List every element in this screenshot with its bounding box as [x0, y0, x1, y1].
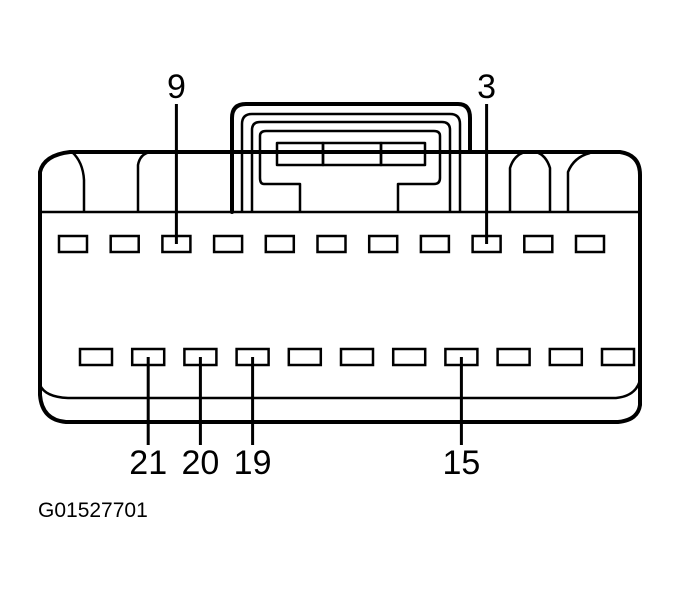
pin-labels: 9 3 21 20 19 15 [129, 68, 496, 482]
figure-code: G01527701 [38, 499, 148, 522]
top-pin-cavity [57, 234, 89, 254]
top-pin-cavity [264, 234, 296, 254]
top-pin-label: 3 [477, 68, 496, 106]
right-rib-2 [535, 150, 552, 212]
latch-inner-2 [250, 120, 452, 212]
connector-outline [38, 150, 642, 424]
bottom-pin-cavity [339, 347, 375, 367]
bottom-pin-label: 21 [129, 444, 167, 482]
top-pin-label: 9 [167, 68, 186, 106]
top-pin-cavity [212, 234, 244, 254]
bottom-pin-cavity [391, 347, 427, 367]
locking-latch [230, 102, 472, 214]
right-rib-3 [566, 151, 591, 212]
latch-window-right [379, 141, 427, 167]
latch-tab-frame [258, 129, 442, 212]
top-pin-cavity [109, 234, 140, 254]
left-rib-2 [136, 150, 151, 212]
right-rib-1 [508, 150, 526, 212]
connector-body [38, 150, 642, 424]
bottom-pin-cavity [496, 347, 531, 367]
bottom-pin-cavity [548, 347, 584, 367]
latch-inner-1 [240, 112, 462, 212]
latch-outer [230, 102, 472, 214]
bottom-pin-cavity [600, 347, 636, 367]
top-pin-cavity [367, 234, 399, 254]
bottom-pin-label: 20 [181, 444, 219, 482]
bottom-pin-cavity [78, 347, 114, 367]
connector-bottom-lip [38, 379, 642, 400]
bottom-pin-cavity [287, 347, 323, 367]
top-pin-cavity [419, 234, 451, 254]
bottom-pin-label: 15 [442, 444, 480, 482]
left-rib-1 [71, 151, 86, 212]
top-pin-cavity [574, 234, 606, 254]
bottom-pin-label: 19 [234, 444, 272, 482]
bottom-pin-row [78, 347, 636, 367]
top-pin-cavity [523, 234, 554, 254]
top-pin-row [57, 234, 606, 254]
top-pin-cavity [316, 234, 347, 254]
label-leader-lines [146, 104, 489, 445]
